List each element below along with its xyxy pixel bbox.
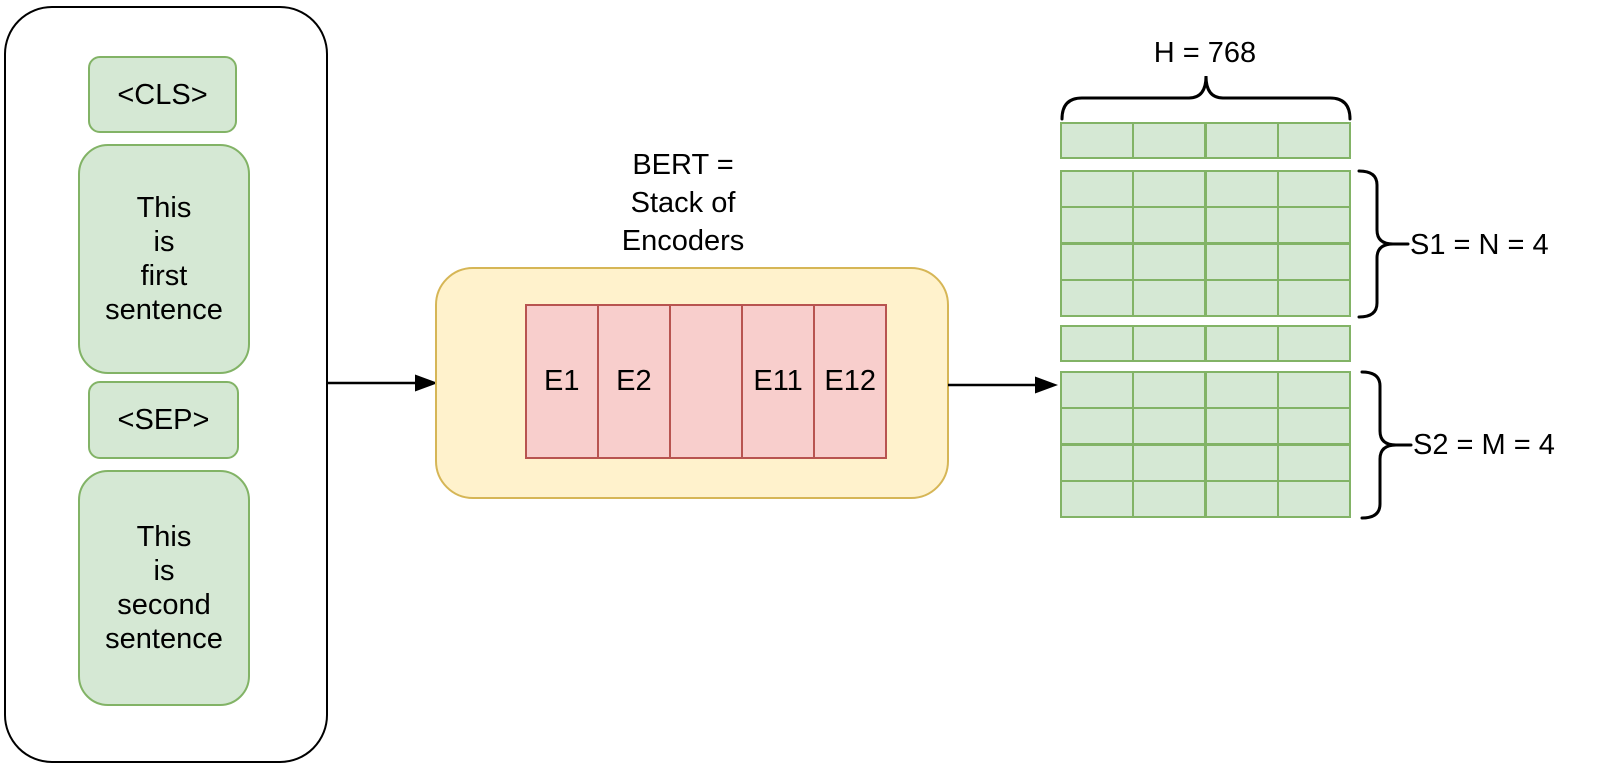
sep-embedding-cell <box>1206 327 1277 360</box>
input-tokens-container: <CLS> This is first sentence <SEP> This … <box>4 6 328 763</box>
s1-embedding-cell <box>1206 244 1277 279</box>
s1-embedding-matrix <box>1060 170 1351 317</box>
s1-embedding-cell <box>1062 244 1132 279</box>
s1-embedding-cell <box>1134 281 1205 315</box>
s2-embedding-cell <box>1279 482 1349 516</box>
s2-embedding-cell <box>1206 373 1277 407</box>
s1-embedding-cell <box>1134 208 1205 243</box>
sep-embedding-cell <box>1134 327 1205 360</box>
hidden-size-label: H = 768 <box>1153 37 1257 69</box>
s2-embedding-cell <box>1062 482 1132 516</box>
token-sentence-1: This is first sentence <box>78 144 250 374</box>
s2-embedding-cell <box>1134 445 1205 480</box>
s1-embedding-cell <box>1206 208 1277 243</box>
s1-embedding-cell <box>1279 172 1349 206</box>
encoder-row: E1 E2 E11 E12 <box>525 304 887 459</box>
encoder-cell-e11: E11 <box>743 306 813 457</box>
s2-embedding-cell <box>1134 482 1205 516</box>
input-to-bert-arrow-icon <box>327 374 438 392</box>
s2-embedding-cell <box>1134 409 1205 444</box>
s2-label: S2 = M = 4 <box>1413 429 1555 461</box>
encoder-cell-ellipsis <box>671 306 741 457</box>
s2-brace <box>1360 370 1413 520</box>
encoder-cell-e12: E12 <box>815 306 885 457</box>
s1-embedding-cell <box>1279 208 1349 243</box>
s1-embedding-cell <box>1062 281 1132 315</box>
sep-embedding-cell <box>1279 327 1349 360</box>
s2-embedding-cell <box>1279 445 1349 480</box>
cls-embedding-cell <box>1279 124 1349 157</box>
h-dimension-brace <box>1060 75 1352 121</box>
s2-embedding-cell <box>1279 409 1349 444</box>
s1-embedding-cell <box>1206 281 1277 315</box>
cls-embedding-row <box>1060 122 1351 159</box>
s1-embedding-cell <box>1062 208 1132 243</box>
s1-embedding-cell <box>1134 172 1205 206</box>
cls-embedding-cell <box>1134 124 1205 157</box>
s1-embedding-cell <box>1206 172 1277 206</box>
s1-embedding-cell <box>1134 244 1205 279</box>
s1-embedding-cell <box>1279 281 1349 315</box>
s2-embedding-cell <box>1206 409 1277 444</box>
s2-embedding-cell <box>1062 373 1132 407</box>
s1-label: S1 = N = 4 <box>1410 229 1549 261</box>
s2-embedding-cell <box>1206 482 1277 516</box>
s2-embedding-matrix <box>1060 371 1351 518</box>
sep-embedding-row <box>1060 325 1351 362</box>
s1-embedding-cell <box>1279 244 1349 279</box>
encoder-cell-e2: E2 <box>599 306 669 457</box>
cls-embedding-cell <box>1206 124 1277 157</box>
s2-embedding-cell <box>1134 373 1205 407</box>
token-cls: <CLS> <box>88 56 237 133</box>
bert-title-label: BERT = Stack of Encoders <box>621 149 745 257</box>
s2-embedding-cell <box>1062 445 1132 480</box>
bert-to-output-arrow-icon <box>948 376 1058 394</box>
s2-embedding-cell <box>1206 445 1277 480</box>
sep-embedding-cell <box>1062 327 1132 360</box>
s2-embedding-cell <box>1062 409 1132 444</box>
encoder-cell-e1: E1 <box>527 306 597 457</box>
s1-embedding-cell <box>1062 172 1132 206</box>
s1-brace <box>1357 169 1410 319</box>
token-sep: <SEP> <box>88 381 239 459</box>
s2-embedding-cell <box>1279 373 1349 407</box>
token-sentence-2: This is second sentence <box>78 470 250 706</box>
cls-embedding-cell <box>1062 124 1132 157</box>
